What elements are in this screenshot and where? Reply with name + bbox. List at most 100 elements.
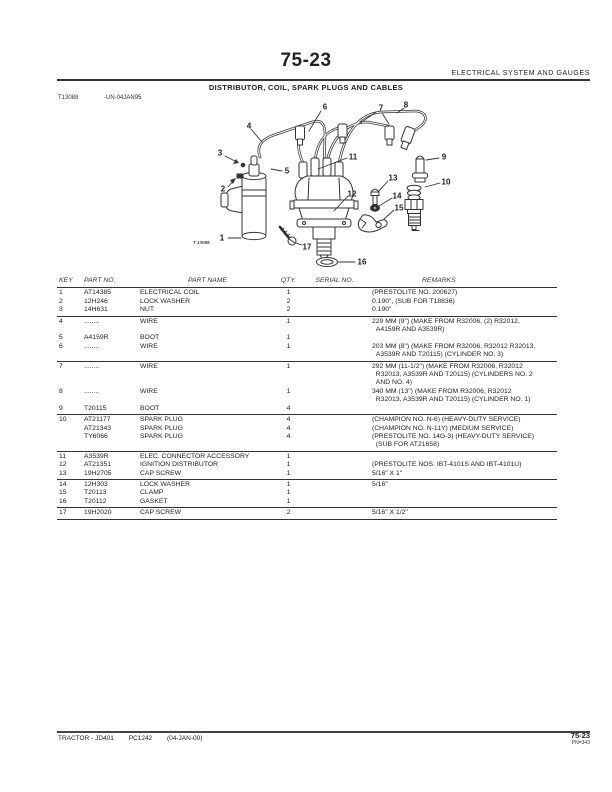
cell-key: 16 [59,497,67,505]
cell-remarks: (CHAMPION NO. N-11Y) (MEDIUM SERVICE) [372,424,514,432]
cell-serial-no [302,461,367,469]
cell-part-no: AT21177 [84,416,111,424]
cell-qty: 1 [286,362,291,370]
cell-remarks: (PRESTOLITE NO. 14G-3) (HEAVY-DUTY SERVI… [372,432,535,449]
cell-part-name: SPARK PLUG [140,424,183,432]
cell-remarks: 229 MM (9") (MAKE FROM R32006, (2) R3201… [372,317,520,334]
table-row: 9 T20115 BOOT 4 [57,405,557,413]
figure-ref-date: -UN-04JAN95 [104,95,142,101]
cell-remarks: (PRESTOLITE NO. 200627) [372,289,458,297]
table-row-group: 10 AT21177 SPARK PLUG 4 (CHAMPION NO. N-… [57,415,557,452]
cell-remarks: 5/16" [372,480,388,488]
cell-part-no: T20115 [84,404,107,412]
col-header-part-no: PART NO. [84,277,116,284]
cell-serial-no [302,306,367,314]
cell-key: 8 [59,387,63,395]
cell-part-no: T20113 [84,489,107,497]
table-row-group: 14 12H303 LOCK WASHER 1 5/16" 15 T20113 … [57,480,557,509]
cell-part-name: CAP SCREW [140,469,182,477]
cell-part-name: CLAMP [140,489,164,497]
table-row: 2 12H246 LOCK WASHER 2 0.190", (SUB FOR … [57,298,557,306]
spark-plug [404,184,424,231]
coil-bracket-ear [220,192,229,208]
cap-screw-17 [278,225,297,246]
cell-part-no: ........ [84,342,100,350]
cell-part-name: LOCK WASHER [140,480,190,488]
callout-7: 7 [378,103,384,113]
coil-stud [240,162,246,168]
callout-2: 2 [220,184,226,194]
figure-title: DISTRIBUTOR, COIL, SPARK PLUGS AND CABLE… [208,83,404,92]
coil-body [241,175,267,237]
cell-part-no: ........ [84,362,100,370]
cell-part-no: AT14385 [84,289,112,297]
cell-key: 7 [59,362,63,370]
leader-arrowheads [230,159,239,184]
cell-part-name: IGNITION DISTRIBUTOR [140,461,219,469]
cell-part-no: AT21351 [84,461,112,469]
table-row-group: 11 A3539R ELEC. CONNECTOR ACCESSORY 1 12… [57,452,557,480]
cell-key: 1 [59,289,63,297]
callout-4: 4 [246,121,252,131]
cell-part-name: SPARK PLUG [140,416,183,424]
cell-serial-no [302,509,367,517]
table-row: 12 AT21351 IGNITION DISTRIBUTOR 1 (PREST… [57,461,557,469]
cell-remarks: 5/16" X 1/2" [372,509,408,517]
coil-tower [248,163,260,177]
footer-pn: PN=343 [571,740,590,746]
cell-key: 4 [59,317,63,325]
section-label: ELECTRICAL SYSTEM AND GAUGES [451,70,590,77]
cell-part-no: 14H631 [84,306,108,314]
cell-part-name: LOCK WASHER [140,297,190,305]
cell-part-name: NUT [140,306,154,314]
col-header-key: KEY [59,277,73,284]
cell-remarks: (PRESTOLITE NOS. IBT-4101S AND IBT-4101U… [372,461,522,469]
cell-remarks [367,489,557,497]
cell-qty: 2 [286,297,291,305]
cell-remarks: 203 MM (8") (MAKE FROM R32006, R32012 R3… [372,342,536,359]
footer-left: TRACTOR - JD401 PC1242 (04-JAN-00) [58,735,215,742]
cell-key: 6 [59,342,63,350]
cell-key: 5 [59,334,63,342]
cell-key: 12 [59,461,67,469]
cell-remarks [367,453,557,461]
callout-1: 1 [219,233,225,243]
callout-10: 10 [441,177,451,187]
footer-right: 75-23 PN=343 [540,732,590,747]
cell-qty: 1 [286,452,291,460]
cell-serial-no [302,318,367,335]
distributor-cap [294,175,354,203]
cell-part-no: 12H246 [84,297,108,305]
callout-8: 8 [403,100,409,110]
table-row: 14 12H303 LOCK WASHER 1 5/16" [57,481,557,489]
table-row: 10 AT21177 SPARK PLUG 4 (CHAMPION NO. N-… [57,416,557,424]
callout-5: 5 [284,166,290,176]
cell-part-name: ELECTRICAL COIL [140,289,200,297]
callout-12: 12 [347,189,357,199]
table-row: 8 ........ WIRE 1 340 MM (13") (MAKE FRO… [57,388,557,405]
table-row-group: 1 AT14385 ELECTRICAL COIL 1 (PRESTOLITE … [57,288,557,317]
callout-16: 16 [357,257,367,267]
lock-washer-14 [370,204,380,212]
table-row: 3 14H631 NUT 2 0.190" [57,306,557,314]
cell-qty: 1 [286,461,291,469]
cell-qty: 1 [286,489,291,497]
cell-qty: 4 [286,424,291,432]
footer-catalog: PC1242 [128,735,153,742]
table-row: 16 T20112 GASKET 1 [57,498,557,506]
cell-key: 10 [59,416,67,424]
cell-key: 3 [59,306,63,314]
table-body: 1 AT14385 ELECTRICAL COIL 1 (PRESTOLITE … [57,288,557,520]
cell-serial-no [302,489,367,497]
cell-part-name: WIRE [140,387,158,395]
gasket [316,257,338,267]
col-header-qty: QTY. [280,277,297,284]
cell-qty: 2 [286,306,291,314]
cap-screw-13 [370,188,380,205]
plug-terminal [412,155,428,183]
table-row: 1 AT14385 ELECTRICAL COIL 1 (PRESTOLITE … [57,289,557,297]
cell-qty: 4 [286,416,291,424]
cell-serial-no [302,343,367,360]
cell-remarks [367,334,557,342]
table-row: 15 T20113 CLAMP 1 [57,489,557,497]
